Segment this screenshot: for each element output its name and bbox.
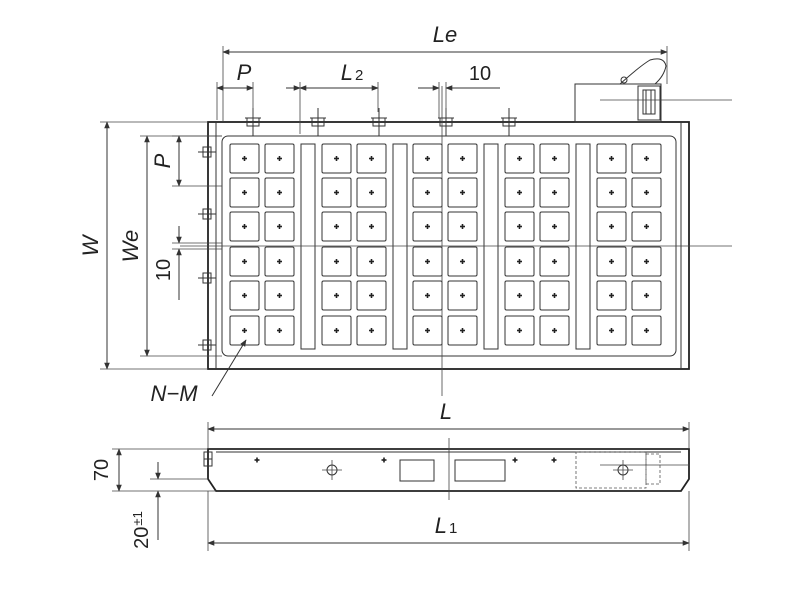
side-slot-2: [454, 459, 506, 482]
label-70: 70: [91, 459, 113, 481]
pole-pad: [229, 280, 260, 311]
separator-bars: [300, 143, 591, 350]
pole-pad: [229, 211, 260, 242]
pole-pad: [447, 211, 478, 242]
pole-pad: [539, 177, 570, 208]
pole-pad: [447, 246, 478, 277]
pole-pad: [321, 211, 352, 242]
pole-pad: [264, 143, 295, 174]
label-10-left: 10: [153, 259, 175, 281]
pole-pad: [539, 211, 570, 242]
dimensions-side: [112, 422, 690, 551]
label-n-m: N−M: [150, 381, 198, 406]
pole-pad: [356, 211, 387, 242]
pole-pad: [504, 143, 535, 174]
pole-pad: [264, 177, 295, 208]
label-10-top: 10: [469, 63, 491, 85]
pole-pad: [264, 315, 295, 346]
separator-bar: [483, 143, 499, 350]
pole-pad: [264, 246, 295, 277]
label-p-top: P: [237, 60, 252, 85]
label-we: We: [118, 230, 143, 263]
pole-pad: [229, 246, 260, 277]
separator-bar: [575, 143, 591, 350]
pole-pad: [504, 177, 535, 208]
pole-pad: [356, 315, 387, 346]
pole-pad: [504, 211, 535, 242]
pole-pad: [596, 246, 627, 277]
pole-pad: [504, 280, 535, 311]
pole-pad: [596, 280, 627, 311]
pole-pad: [539, 315, 570, 346]
chuck-outline: [207, 121, 690, 370]
pole-pad: [356, 143, 387, 174]
pole-pad: [447, 177, 478, 208]
label-l: L: [440, 399, 452, 424]
label-w: W: [78, 233, 103, 256]
pole-pad: [321, 315, 352, 346]
pole-pad: [631, 246, 662, 277]
label-le: Le: [433, 22, 457, 47]
pole-pad: [447, 315, 478, 346]
pole-pad: [504, 315, 535, 346]
pole-pad: [596, 315, 627, 346]
side-slot-1: [399, 459, 435, 482]
top-bolts: [245, 108, 517, 136]
pole-pad: [447, 280, 478, 311]
connector-cavity: [575, 451, 647, 489]
label-p-left: P: [150, 153, 175, 168]
dimensions-top: [100, 46, 668, 370]
left-bolts: [198, 146, 216, 351]
connector-box: [574, 58, 732, 123]
pole-pad: [229, 143, 260, 174]
pole-pad: [356, 177, 387, 208]
pole-pad: [356, 280, 387, 311]
pole-pad: [631, 143, 662, 174]
pole-pad: [321, 246, 352, 277]
pole-pad: [229, 177, 260, 208]
pole-pad: [631, 280, 662, 311]
pole-pad: [264, 280, 295, 311]
pole-pad: [447, 143, 478, 174]
pole-pad: [321, 143, 352, 174]
pole-pad: [504, 246, 535, 277]
pole-pad: [631, 211, 662, 242]
pole-pad: [321, 177, 352, 208]
pole-pad: [631, 315, 662, 346]
separator-bar: [392, 143, 408, 350]
pole-pad: [356, 246, 387, 277]
pole-pad: [596, 211, 627, 242]
separator-bar: [300, 143, 316, 350]
pole-pad: [264, 211, 295, 242]
side-hole-marks: [254, 457, 633, 480]
pole-pad: [596, 177, 627, 208]
pole-pad: [539, 246, 570, 277]
label-20: 20±1: [130, 511, 153, 549]
pole-pad-grid: [229, 143, 662, 346]
pole-pad: [321, 280, 352, 311]
top-view: [180, 58, 732, 397]
side-view: [203, 438, 690, 500]
pole-pad: [631, 177, 662, 208]
pole-pad: [596, 143, 627, 174]
pole-pad: [539, 280, 570, 311]
pole-pad: [539, 143, 570, 174]
